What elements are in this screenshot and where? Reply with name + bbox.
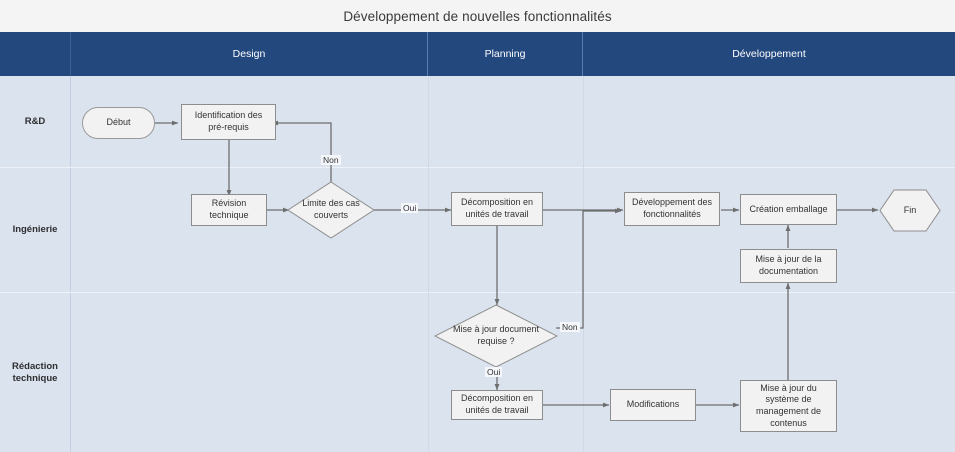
column-separator-design-planning xyxy=(428,76,429,452)
column-header-planning: Planning xyxy=(428,32,583,76)
edge-label-oui-limite: Oui xyxy=(401,203,419,213)
node-decomposition-unites-bottom[interactable]: Décomposition en unités de travail xyxy=(451,390,543,420)
lane-label-ingenierie-text: Ingénierie xyxy=(12,224,58,236)
diagram-title-bar: Développement de nouvelles fonctionnalit… xyxy=(0,0,955,32)
hexagon-shape-icon xyxy=(879,189,941,232)
lane-label-rd-text: R&D xyxy=(24,115,46,127)
node-modifications[interactable]: Modifications xyxy=(610,389,696,421)
page-title: Développement de nouvelles fonctionnalit… xyxy=(343,8,612,24)
node-creation-emballage[interactable]: Création emballage xyxy=(740,194,837,225)
node-developpement-fonctionnalites-label: Développement des fonctionnalités xyxy=(631,197,713,219)
node-identification-prerequis-label: Identification des pré-requis xyxy=(194,110,263,132)
node-mise-a-jour-document-requise[interactable]: Mise à jour document requise ? xyxy=(434,304,558,368)
node-mise-a-jour-systeme-management-label: Mise à jour du système de management de … xyxy=(755,382,822,428)
node-decomposition-unites-top[interactable]: Décomposition en unités de travail xyxy=(451,192,543,226)
lane-label-ingenierie: Ingénierie xyxy=(0,168,71,292)
node-fin[interactable]: Fin xyxy=(879,189,941,232)
node-debut[interactable]: Début xyxy=(82,107,155,139)
column-separator-planning-dev xyxy=(583,76,584,452)
column-header-design: Design xyxy=(71,32,428,76)
node-mise-a-jour-documentation-label: Mise à jour de la documentation xyxy=(755,254,822,276)
diamond-shape-icon xyxy=(287,181,375,239)
node-revision-technique-label: Révision technique xyxy=(209,198,249,220)
lane-label-redaction: Rédaction technique xyxy=(0,293,71,452)
column-header-band: Design Planning Développement xyxy=(0,32,955,76)
node-revision-technique[interactable]: Révision technique xyxy=(191,194,267,226)
node-mise-a-jour-systeme-management[interactable]: Mise à jour du système de management de … xyxy=(740,380,837,432)
lane-label-rd: R&D xyxy=(0,76,71,167)
lane-label-redaction-text: Rédaction technique xyxy=(12,360,58,384)
node-identification-prerequis[interactable]: Identification des pré-requis xyxy=(181,104,276,140)
lane-row-ingenierie: Ingénierie xyxy=(0,168,955,293)
node-debut-label: Début xyxy=(106,117,131,128)
node-developpement-fonctionnalites[interactable]: Développement des fonctionnalités xyxy=(624,192,720,226)
column-header-developpement: Développement xyxy=(732,48,806,60)
header-corner-cell xyxy=(0,32,71,76)
node-limite-cas-couverts-label: Limite des cas couverts xyxy=(302,198,360,220)
lane-row-redaction: Rédaction technique xyxy=(0,293,955,452)
node-fin-label: Fin xyxy=(903,204,917,215)
edge-label-oui-maj: Oui xyxy=(485,367,503,377)
node-modifications-label: Modifications xyxy=(626,399,680,410)
lane-row-rd: R&D xyxy=(0,76,955,168)
node-mise-a-jour-documentation[interactable]: Mise à jour de la documentation xyxy=(740,249,837,283)
node-creation-emballage-label: Création emballage xyxy=(749,203,828,214)
node-decomposition-unites-bottom-label: Décomposition en unités de travail xyxy=(460,393,534,415)
node-decomposition-unites-top-label: Décomposition en unités de travail xyxy=(460,197,534,219)
edge-label-non-maj: Non xyxy=(560,322,580,332)
node-mise-a-jour-document-requise-label: Mise à jour document requise ? xyxy=(452,324,540,346)
node-limite-cas-couverts[interactable]: Limite des cas couverts xyxy=(287,181,375,239)
edge-label-non-limite: Non xyxy=(321,155,341,165)
